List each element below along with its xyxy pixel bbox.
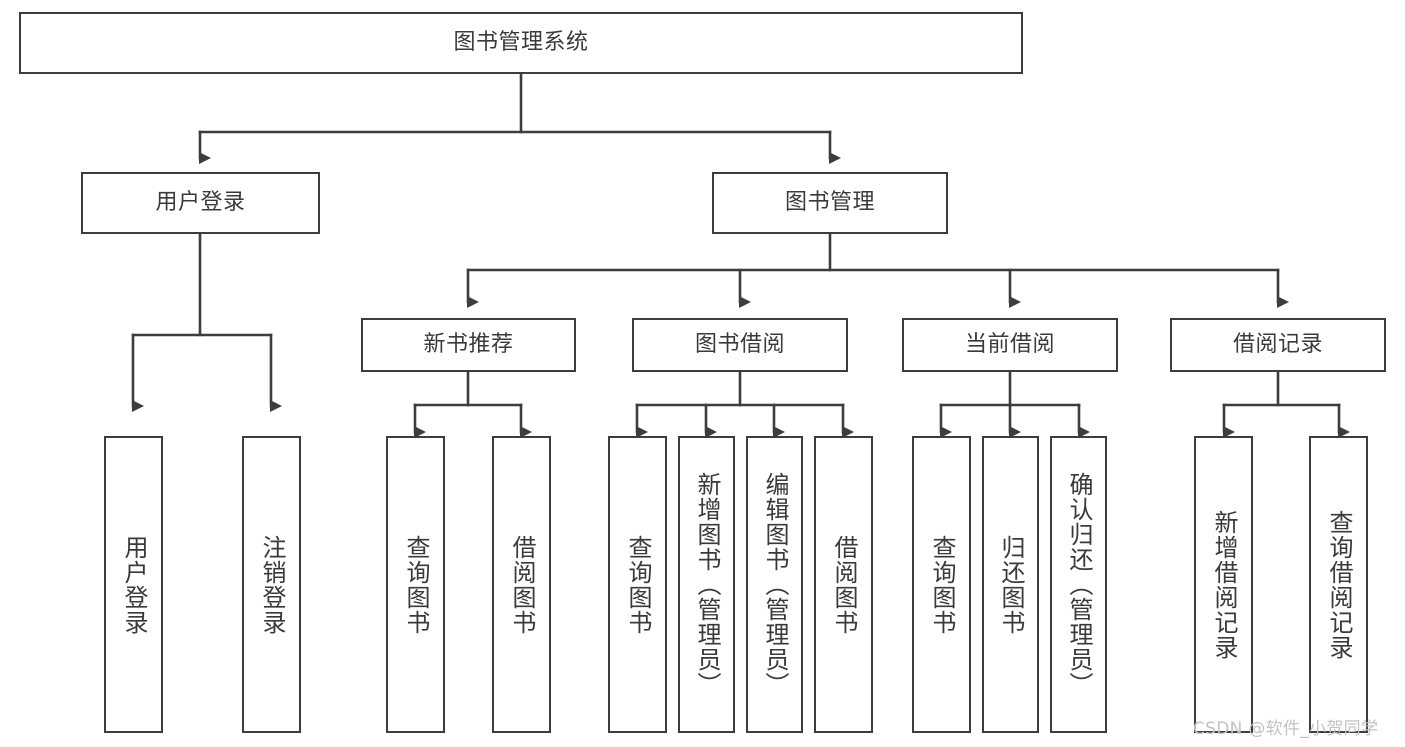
node-label: 图书借阅: [694, 332, 785, 358]
node-leaf-query-book-borrow[interactable]: 查询图书: [608, 436, 667, 733]
node-current-borrow[interactable]: 当前借阅: [902, 318, 1118, 372]
csdn-watermark: CSDN @软件_小贺同学: [1193, 719, 1379, 739]
node-label: 借阅记录: [1232, 332, 1323, 358]
node-leaf-query-book-recommend[interactable]: 查询图书: [386, 436, 445, 733]
node-leaf-borrow-book[interactable]: 借阅图书: [814, 436, 873, 733]
node-leaf-return-book[interactable]: 归还图书: [982, 436, 1039, 733]
node-label: 注销登录: [257, 534, 286, 635]
node-new-book-recommend[interactable]: 新书推荐: [361, 318, 576, 372]
node-leaf-query-book-current[interactable]: 查询图书: [912, 436, 971, 733]
node-root-book-management-system[interactable]: 图书管理系统: [19, 12, 1023, 74]
node-label: 用户登录: [119, 534, 148, 635]
node-label: 借阅图书: [829, 534, 858, 635]
node-leaf-query-borrow-record[interactable]: 查询借阅记录: [1309, 436, 1368, 733]
node-label: 新增图书（管理员）: [692, 472, 721, 697]
node-label: 新增借阅记录: [1209, 509, 1238, 660]
node-leaf-add-book[interactable]: 新增图书（管理员）: [678, 436, 735, 733]
node-label: 当前借阅: [964, 332, 1055, 358]
node-label: 查询图书: [927, 534, 956, 635]
node-leaf-logout-login[interactable]: 注销登录: [242, 436, 301, 733]
node-label: 图书管理: [784, 190, 875, 216]
node-borrow-record[interactable]: 借阅记录: [1170, 318, 1386, 372]
node-label: 查询借阅记录: [1324, 509, 1353, 660]
node-label: 用户登录: [155, 190, 246, 216]
node-leaf-edit-book[interactable]: 编辑图书（管理员）: [746, 436, 803, 733]
node-leaf-borrow-book-recommend[interactable]: 借阅图书: [492, 436, 551, 733]
node-leaf-add-borrow-record[interactable]: 新增借阅记录: [1194, 436, 1253, 733]
node-label: 借阅图书: [507, 534, 536, 635]
node-book-management[interactable]: 图书管理: [712, 172, 948, 234]
node-label: 确认归还（管理员）: [1064, 472, 1093, 697]
node-book-borrow[interactable]: 图书借阅: [632, 318, 848, 372]
node-label: 查询图书: [623, 534, 652, 635]
node-label: 编辑图书（管理员）: [760, 472, 789, 697]
node-label: 新书推荐: [423, 332, 514, 358]
node-label: 查询图书: [401, 534, 430, 635]
node-label: 图书管理系统: [453, 30, 589, 56]
node-leaf-user-login[interactable]: 用户登录: [104, 436, 163, 733]
node-leaf-confirm-return[interactable]: 确认归还（管理员）: [1050, 436, 1107, 733]
node-label: 归还图书: [996, 534, 1025, 635]
node-user-login[interactable]: 用户登录: [81, 172, 320, 234]
